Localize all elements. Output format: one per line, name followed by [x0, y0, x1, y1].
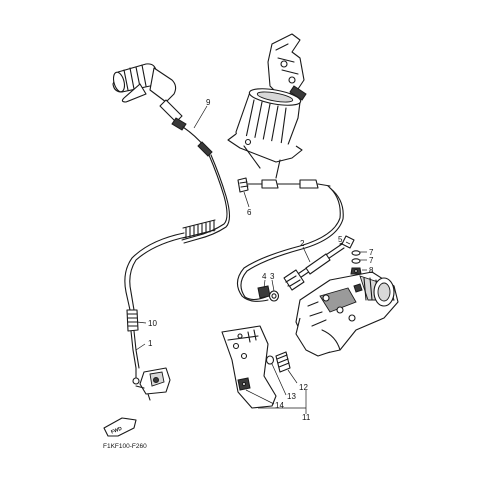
callout-13: 13	[287, 392, 296, 401]
handlebar-grip-assembly	[112, 63, 187, 131]
callout-4: 4	[262, 272, 267, 281]
fwd-label: FWD	[110, 426, 123, 436]
callout-6: 6	[247, 208, 252, 217]
bushing-bolt-nut	[237, 351, 291, 391]
steering-column	[227, 33, 307, 179]
callout-12: 12	[299, 383, 308, 392]
steering-cable-loop	[236, 185, 344, 302]
washers-and-nuts	[350, 250, 362, 275]
cable-spring-section	[124, 219, 216, 311]
mounting-plate	[221, 325, 277, 409]
steering-cable-rod	[283, 235, 355, 291]
fwd-direction-arrow: FWD	[103, 417, 137, 437]
callout-9: 9	[206, 98, 211, 107]
cable-end-fitting	[126, 309, 140, 385]
leader-lines	[135, 105, 367, 414]
callout-5: 5	[338, 235, 343, 244]
callout-labels: 9 6 2 5 7 7 8 4 3 10 1 12 13 14 11	[148, 98, 374, 422]
callout-2: 2	[300, 239, 305, 248]
callout-7a: 7	[369, 248, 374, 257]
jet-pump-nozzle-unit	[295, 271, 399, 357]
callout-10: 10	[148, 319, 157, 328]
cable-lever-unit	[135, 367, 171, 401]
callout-14: 14	[275, 401, 284, 410]
reference-code: F1KF100-F260	[103, 443, 147, 450]
nut-and-washer-left	[257, 285, 280, 302]
callout-1: 1	[148, 339, 153, 348]
steering-cable-joint	[237, 177, 331, 193]
callout-8: 8	[369, 266, 374, 275]
callout-7b: 7	[369, 256, 374, 265]
callout-3: 3	[270, 272, 275, 281]
callout-11: 11	[302, 413, 311, 422]
